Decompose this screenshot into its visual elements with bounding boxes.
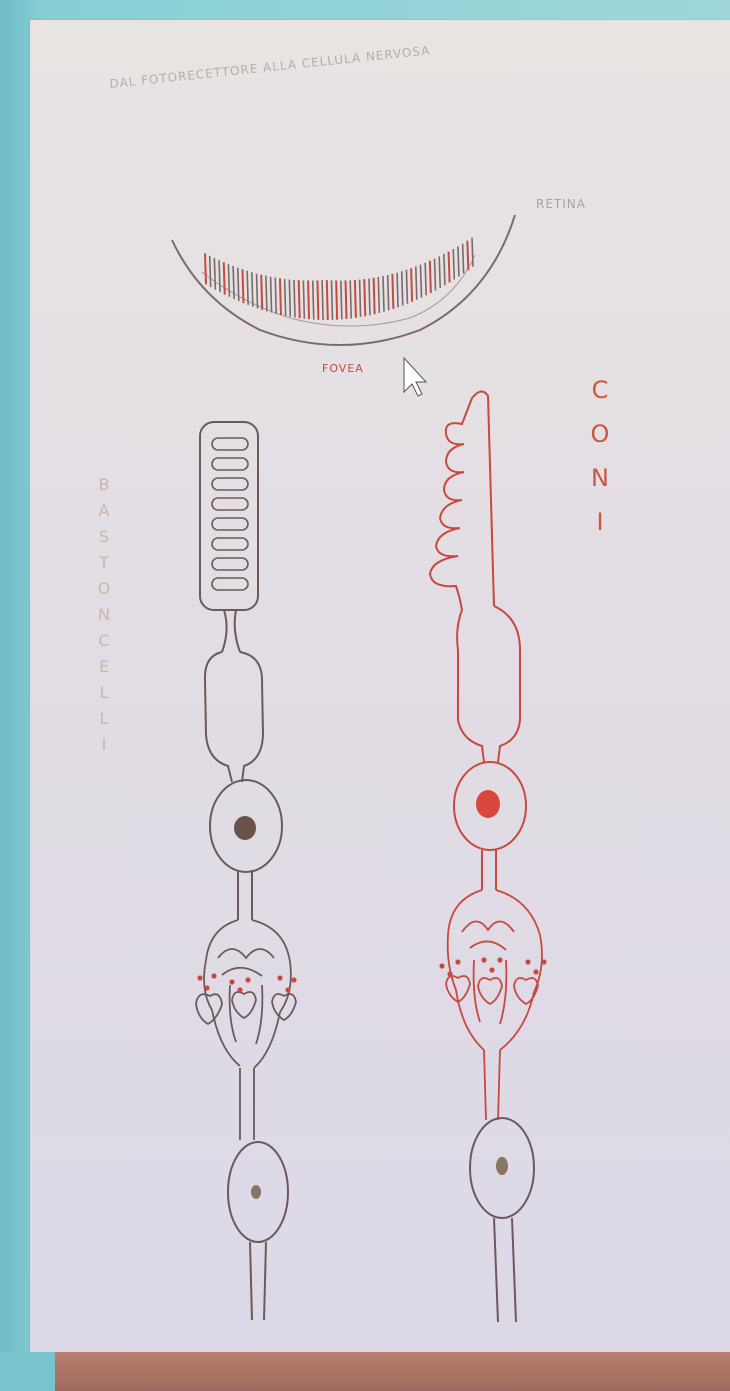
retina-receptor-stroke (257, 274, 258, 309)
retina-receptor-stroke (280, 278, 281, 315)
retina-receptor-stroke (374, 278, 375, 314)
retina-receptor-stroke (444, 254, 445, 285)
cone-synapse (446, 890, 542, 1120)
retina-receptor-stroke (247, 271, 248, 305)
slide-title: DAL FOTORECETTORE ALLA CELLULA NERVOSA (109, 43, 431, 91)
retina-receptor-stroke (364, 279, 365, 316)
mouse-pointer-icon (404, 358, 426, 396)
rod-inner-segment (205, 652, 263, 782)
rods-label-letter: N (98, 605, 110, 624)
retina-receptor-stroke (252, 272, 253, 307)
retina-receptor-stroke (472, 238, 473, 267)
retina-receptor-stroke (425, 263, 426, 296)
retina-receptor-stroke (327, 280, 328, 320)
retina-receptor-stroke (439, 256, 440, 287)
retina-receptor-stroke (214, 258, 215, 290)
retina-receptor-stroke (317, 280, 318, 319)
retina-receptor-stroke (294, 280, 295, 318)
rods-label-letter: L (100, 683, 109, 702)
retina-receptor-stroke (458, 246, 459, 276)
cones-label-letter: I (596, 508, 603, 536)
retina-receptor-stroke (289, 280, 290, 317)
retina-receptor-stroke (275, 278, 276, 314)
retina-receptor-stroke (463, 244, 464, 274)
cone-cell (430, 391, 547, 1322)
cones-label: CONI (591, 376, 610, 536)
rods-label-letter: A (99, 501, 110, 520)
retina-receptor-stroke (411, 268, 412, 302)
retina-receptor-stroke (346, 281, 347, 319)
retina-receptor-stroke (355, 280, 356, 318)
retina-receptor-stroke (360, 280, 361, 317)
retina-receptor-stroke (228, 264, 229, 297)
retina-receptor-stroke (392, 274, 393, 309)
retina-receptor-stroke (336, 281, 337, 320)
retina-receptor-stroke (416, 267, 417, 300)
retina-receptor-stroke (210, 256, 211, 287)
retina-receptor-stroke (341, 281, 342, 320)
retina-receptor-stroke (435, 259, 436, 291)
retina-receptor-stroke (449, 252, 450, 283)
retina-label: RETINA (536, 197, 586, 211)
rod-synaptic-dots (197, 973, 296, 992)
retina-receptor-stroke (313, 281, 314, 320)
retina-receptor-stroke (397, 273, 398, 308)
retina-receptor-stroke (378, 277, 379, 313)
retina-receptor-stroke (233, 266, 234, 299)
retina-receptor-stroke (308, 281, 309, 320)
cone-nucleus (476, 790, 500, 818)
retina-receptor-stroke (266, 276, 267, 312)
rod-cell (196, 422, 297, 1320)
retina-receptor-stroke (238, 268, 239, 301)
retina-receptor-stroke (453, 249, 454, 279)
retina-receptor-stroke (322, 280, 323, 320)
cone-lower-nucleus (496, 1157, 508, 1175)
cones-label-letter: N (591, 464, 609, 492)
rods-label-letter: L (100, 709, 109, 728)
retina-receptor-stroke (224, 262, 225, 294)
retina-receptor-stroke (303, 280, 304, 318)
rods-label-letter: S (99, 527, 109, 546)
cones-label-letter: O (591, 420, 610, 448)
retina-arc (172, 215, 515, 345)
retina-receptor-stroke (402, 271, 403, 305)
rods-label-letter: I (102, 735, 107, 754)
retina-receptor-stroke (383, 276, 384, 312)
retina-receptor-stroke (219, 260, 220, 292)
rod-nucleus (234, 816, 256, 840)
cone-inner-segment (457, 606, 520, 762)
retina-receptor-stroke (242, 269, 243, 303)
retina-receptor-stroke (467, 241, 468, 270)
rods-label: BASTONCELLI (98, 475, 111, 754)
retina-receptor-stroke (261, 275, 262, 310)
retina-receptor-stroke (271, 277, 272, 313)
retina-receptor-stroke (205, 253, 206, 284)
retina-receptor-stroke (285, 279, 286, 316)
cone-outer-segment (430, 391, 494, 610)
rod-lower-nucleus (251, 1185, 261, 1199)
rods-label-letter: E (99, 657, 109, 676)
rods-label-letter: T (98, 553, 109, 572)
fovea-label: FOVEA (322, 362, 364, 375)
retina-receptor-stroke (406, 270, 407, 304)
retina-receptor-stroke (350, 280, 351, 318)
retina-receptor-stroke (299, 280, 300, 318)
rods-label-letter: O (98, 579, 111, 598)
rod-synapse (196, 920, 296, 1140)
retina-receptor-stroke (430, 261, 431, 293)
retina-receptor-stroke (369, 279, 370, 316)
rods-label-letter: C (98, 631, 109, 650)
retina-receptor-stroke (420, 265, 421, 298)
cones-label-letter: C (592, 376, 609, 404)
retina-receptor-stroke (388, 275, 389, 310)
rods-label-letter: B (99, 475, 110, 494)
rod-discs (212, 438, 248, 590)
cone-synaptic-dots (439, 957, 546, 976)
retina-receptor-stroke (331, 280, 332, 320)
